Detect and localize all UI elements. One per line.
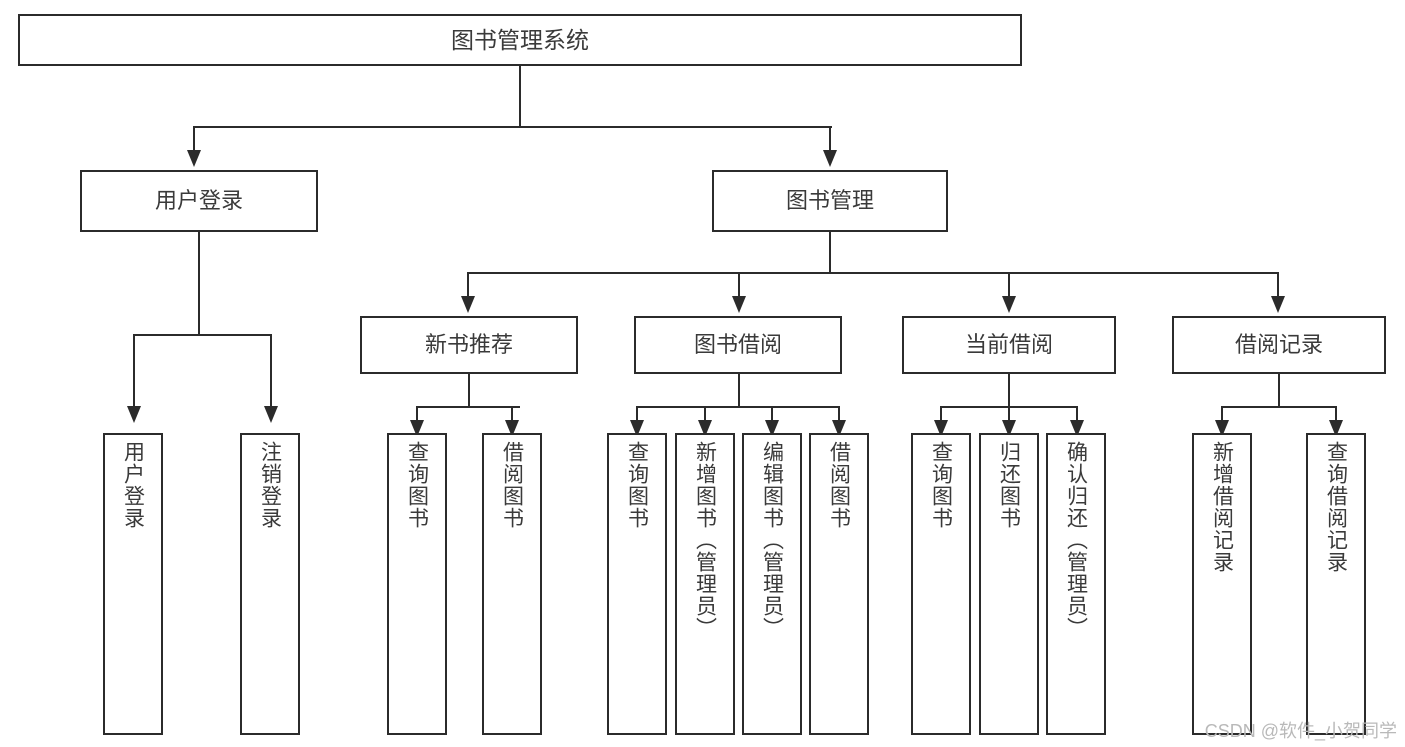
edge-new-book-recommend-bus <box>417 406 520 408</box>
arrow-head-icon <box>410 420 424 437</box>
edge-drop-leaf-return-book <box>1008 406 1010 424</box>
arrow-head-icon <box>934 420 948 437</box>
node-label: 用户登录 <box>154 188 243 213</box>
node-label: 借阅图书 <box>500 441 524 529</box>
arrow-head-icon <box>264 406 278 423</box>
node-label: 新书推荐 <box>424 332 513 357</box>
arrow-head-icon <box>505 420 519 437</box>
leaf-logout-login[interactable]: 注销登录 <box>240 433 300 735</box>
node-label: 查询借阅记录 <box>1324 441 1348 573</box>
edge-level2-bus <box>194 126 832 128</box>
arrow-head-icon <box>1329 420 1343 437</box>
arrow-head-icon <box>1271 296 1285 313</box>
arrow-head-icon <box>823 150 837 167</box>
leaf-borrow-book-2[interactable]: 借阅图书 <box>809 433 869 735</box>
edge-drop-leaf-query-book-2 <box>636 406 638 424</box>
edge-drop-leaf-confirm-return <box>1076 406 1078 424</box>
arrow-head-icon <box>1002 420 1016 437</box>
arrow-head-icon <box>187 150 201 167</box>
leaf-confirm-return[interactable]: 确认归还（管理员） <box>1046 433 1106 735</box>
leaf-query-record[interactable]: 查询借阅记录 <box>1306 433 1366 735</box>
arrow-head-icon <box>1002 296 1016 313</box>
leaf-add-record[interactable]: 新增借阅记录 <box>1192 433 1252 735</box>
arrow-head-icon <box>1070 420 1084 437</box>
node-label: 新增借阅记录 <box>1210 441 1234 573</box>
edge-drop-book-management <box>829 126 831 152</box>
edge-user-login-bus <box>134 334 272 336</box>
edge-drop-leaf-add-record <box>1221 406 1223 424</box>
arrow-head-icon <box>127 406 141 423</box>
arrow-head-icon <box>630 420 644 437</box>
node-user-login[interactable]: 用户登录 <box>80 170 318 232</box>
leaf-return-book[interactable]: 归还图书 <box>979 433 1039 735</box>
leaf-add-book[interactable]: 新增图书（管理员） <box>675 433 735 735</box>
edge-current-borrow-stem <box>1008 374 1010 408</box>
node-book-borrow[interactable]: 图书借阅 <box>634 316 842 374</box>
arrow-head-icon <box>698 420 712 437</box>
node-root-system[interactable]: 图书管理系统 <box>18 14 1022 66</box>
node-book-management[interactable]: 图书管理 <box>712 170 948 232</box>
arrow-head-icon <box>732 296 746 313</box>
node-label: 图书管理系统 <box>451 26 589 53</box>
leaf-user-login[interactable]: 用户登录 <box>103 433 163 735</box>
node-label: 归还图书 <box>997 441 1021 529</box>
leaf-edit-book[interactable]: 编辑图书（管理员） <box>742 433 802 735</box>
node-label: 用户登录 <box>121 441 145 529</box>
edge-drop-leaf-edit-book <box>771 406 773 424</box>
edge-drop-leaf-logout-login <box>270 334 272 408</box>
node-label: 新增图书（管理员） <box>693 441 717 639</box>
edge-drop-book-borrow <box>738 272 740 298</box>
node-label: 注销登录 <box>258 441 282 529</box>
edge-drop-leaf-query-book-3 <box>940 406 942 424</box>
edge-new-book-recommend-stem <box>468 374 470 408</box>
leaf-query-book-2[interactable]: 查询图书 <box>607 433 667 735</box>
edge-book-management-stem <box>829 232 831 274</box>
edge-borrow-record-stem <box>1278 374 1280 408</box>
edge-drop-leaf-borrow-book-1 <box>511 406 513 424</box>
leaf-query-book-3[interactable]: 查询图书 <box>911 433 971 735</box>
edge-drop-leaf-borrow-book-2 <box>838 406 840 424</box>
node-label: 图书管理 <box>785 188 874 213</box>
node-label: 图书借阅 <box>693 332 782 357</box>
leaf-borrow-book-1[interactable]: 借阅图书 <box>482 433 542 735</box>
edge-drop-leaf-query-record <box>1335 406 1337 424</box>
edge-book-borrow-stem <box>738 374 740 408</box>
node-label: 当前借阅 <box>964 332 1053 357</box>
node-label: 借阅记录 <box>1234 332 1323 357</box>
edge-drop-current-borrow <box>1008 272 1010 298</box>
edge-level3-bus <box>468 272 1279 274</box>
edge-drop-leaf-add-book <box>704 406 706 424</box>
node-label: 编辑图书（管理员） <box>760 441 784 639</box>
edge-drop-user-login <box>193 126 195 152</box>
node-new-book-recommend[interactable]: 新书推荐 <box>360 316 578 374</box>
node-label: 借阅图书 <box>827 441 851 529</box>
node-current-borrow[interactable]: 当前借阅 <box>902 316 1116 374</box>
edge-user-login-stem <box>198 232 200 336</box>
node-label: 查询图书 <box>625 441 649 529</box>
arrow-head-icon <box>832 420 846 437</box>
edge-drop-leaf-user-login <box>133 334 135 408</box>
arrow-head-icon <box>1215 420 1229 437</box>
node-label: 查询图书 <box>405 441 429 529</box>
node-borrow-record[interactable]: 借阅记录 <box>1172 316 1386 374</box>
edge-borrow-record-bus <box>1222 406 1336 408</box>
arrow-head-icon <box>765 420 779 437</box>
edge-drop-leaf-query-book-1 <box>416 406 418 424</box>
edge-drop-new-book-recommend <box>467 272 469 298</box>
node-label: 确认归还（管理员） <box>1064 441 1088 639</box>
node-label: 查询图书 <box>929 441 953 529</box>
edge-drop-borrow-record <box>1277 272 1279 298</box>
arrow-head-icon <box>461 296 475 313</box>
edge-book-borrow-bus <box>637 406 839 408</box>
leaf-query-book-1[interactable]: 查询图书 <box>387 433 447 735</box>
edge-root-stem <box>519 66 521 128</box>
